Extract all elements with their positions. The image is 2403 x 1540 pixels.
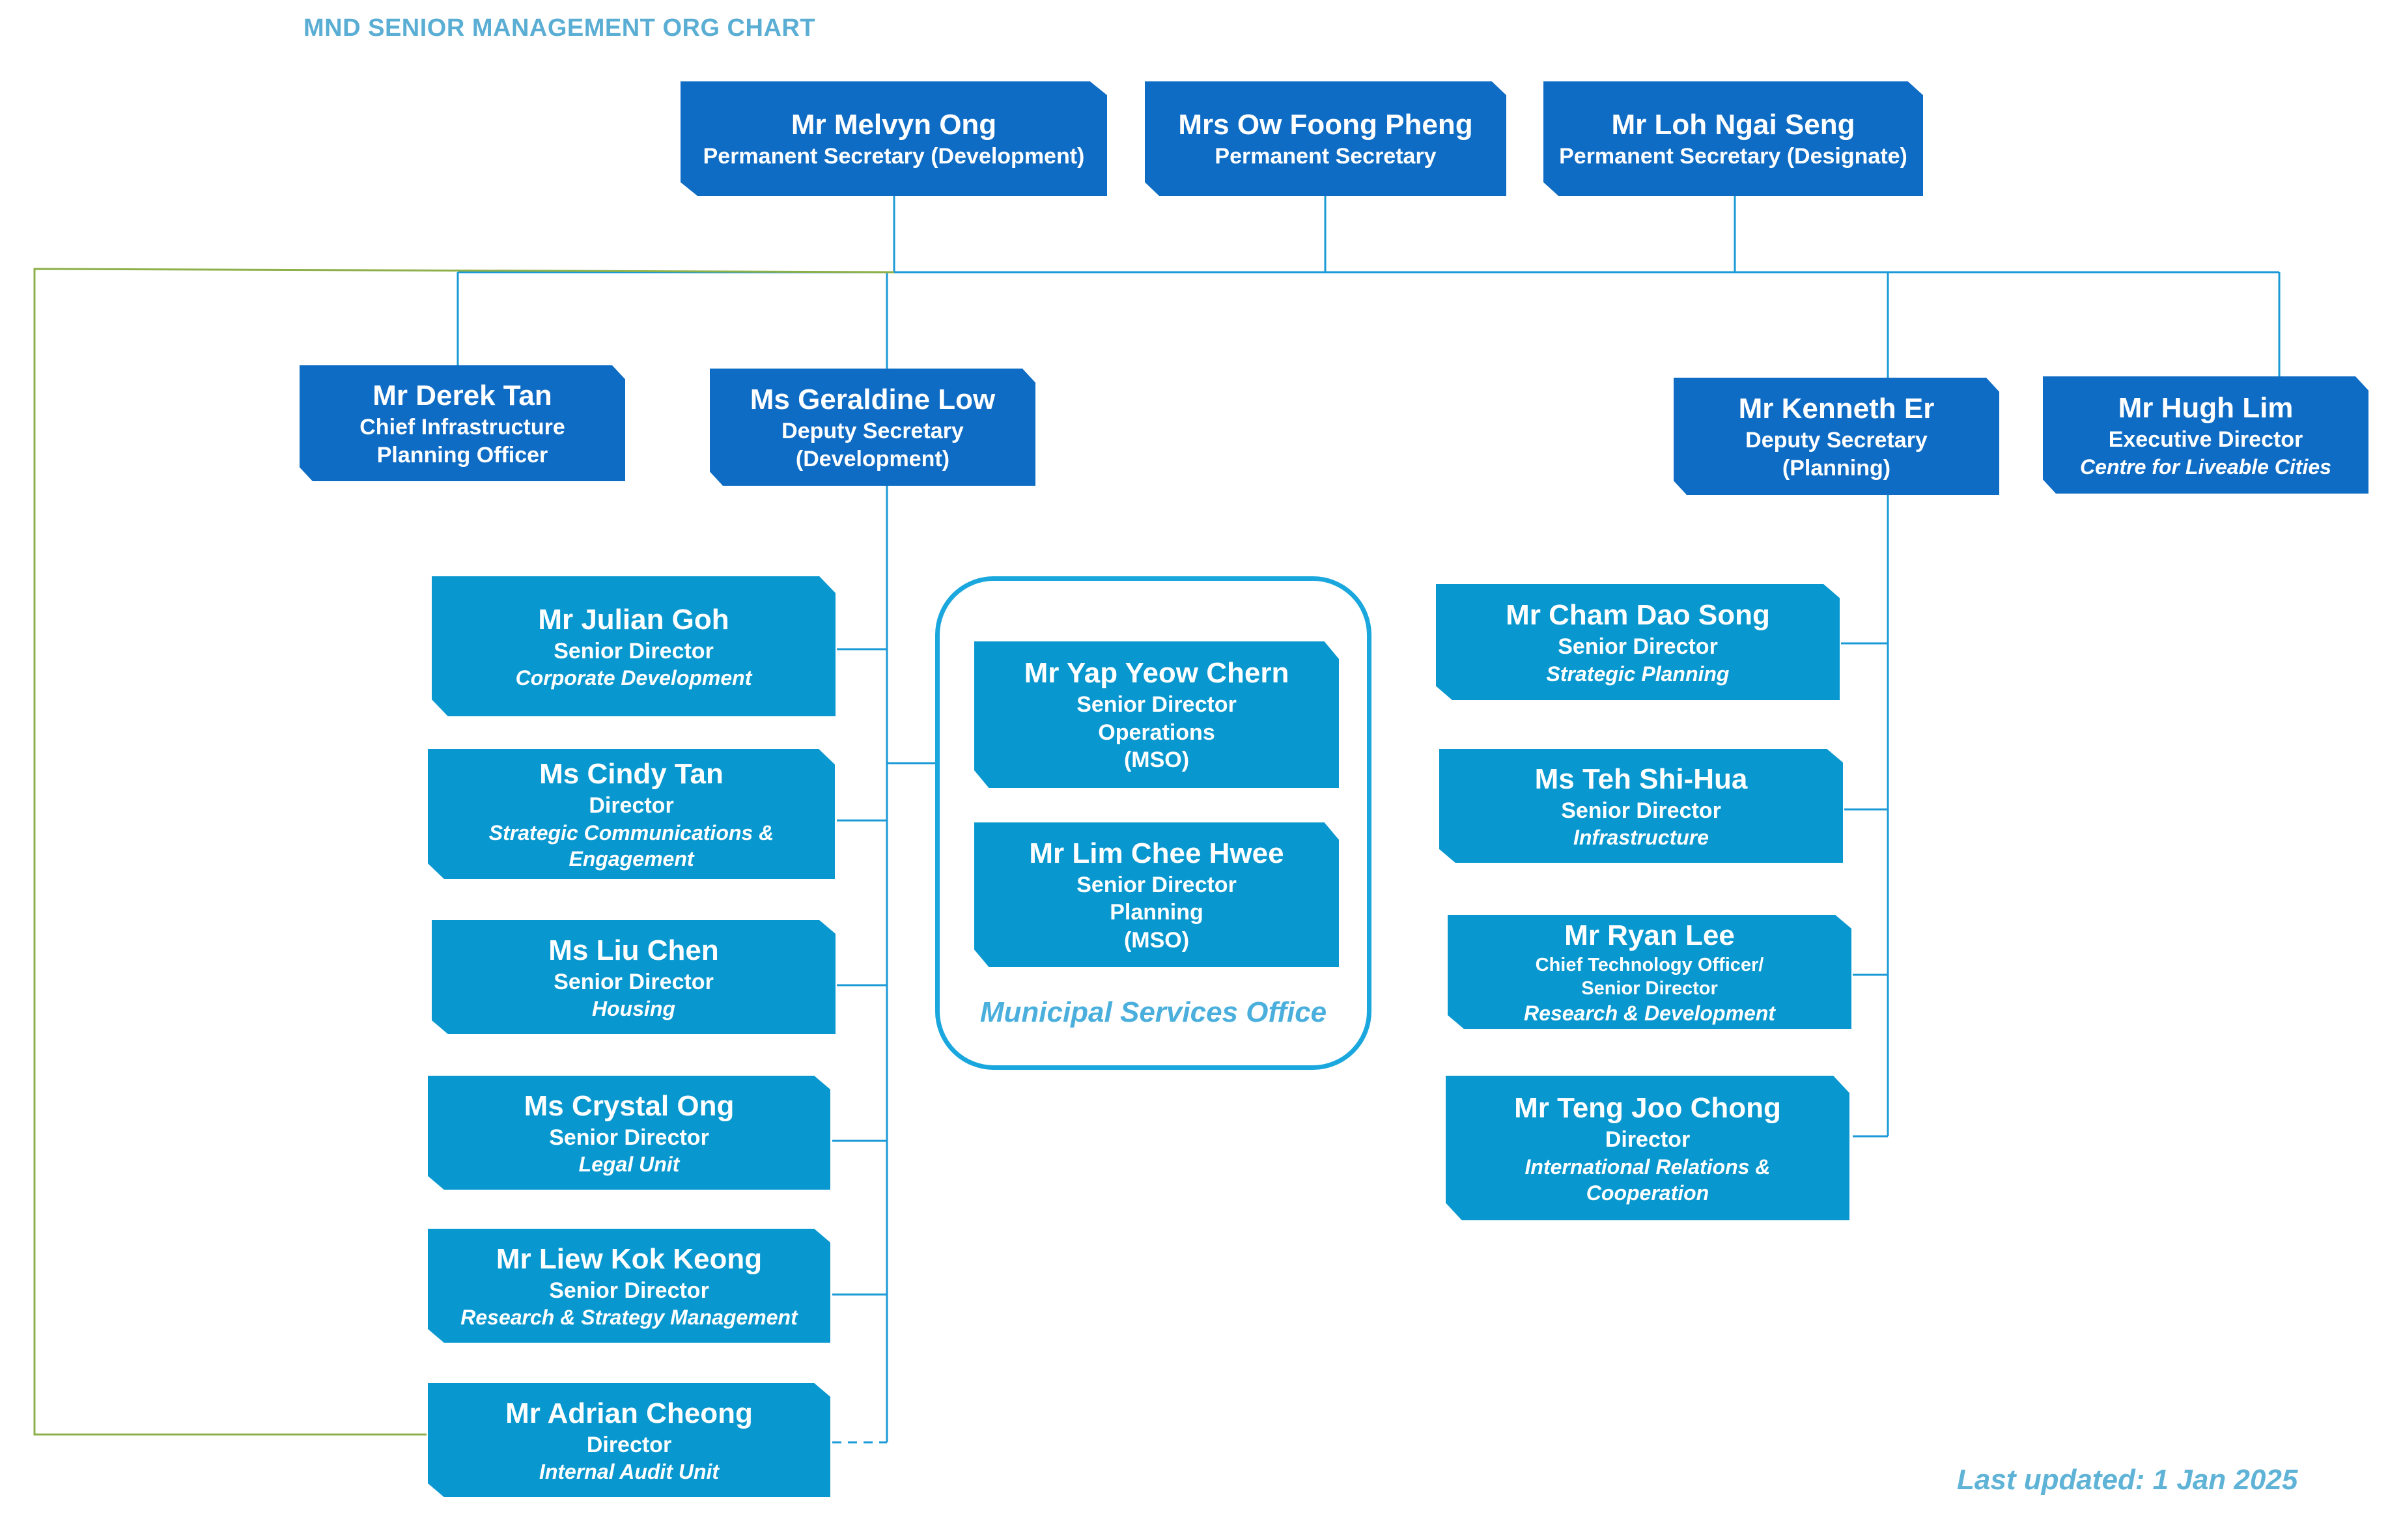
- person-role: Permanent Secretary: [1215, 144, 1437, 169]
- person-role: Director: [589, 793, 674, 819]
- org-box-teng-joo-chong: Mr Teng Joo Chong Director International…: [1446, 1076, 1849, 1220]
- org-box-liew-kok-keong: Mr Liew Kok Keong Senior Director Resear…: [428, 1229, 830, 1343]
- org-box-yap-yeow-chern: Mr Yap Yeow Chern Senior Director Operat…: [974, 641, 1339, 788]
- person-name: Mr Yap Yeow Chern: [1024, 657, 1289, 690]
- org-box-ow-foong-pheng: Mrs Ow Foong Pheng Permanent Secretary: [1145, 81, 1506, 196]
- person-role: Director: [586, 1432, 672, 1457]
- person-unit: Housing: [592, 997, 675, 1021]
- person-name: Mr Julian Goh: [538, 603, 729, 636]
- person-unit: Corporate Development: [515, 666, 752, 690]
- person-role: Planning Officer: [376, 442, 548, 468]
- org-box-lim-chee-hwee: Mr Lim Chee Hwee Senior Director Plannin…: [974, 822, 1339, 967]
- org-box-geraldine-low: Ms Geraldine Low Deputy Secretary (Devel…: [710, 369, 1035, 486]
- person-role: Permanent Secretary (Designate): [1559, 144, 1907, 169]
- person-role: Chief Infrastructure: [359, 415, 565, 440]
- person-unit: International Relations &: [1525, 1155, 1771, 1179]
- person-role: Senior Director: [1558, 634, 1718, 660]
- person-name: Mr Lim Chee Hwee: [1029, 837, 1284, 869]
- person-name: Mr Melvyn Ong: [791, 109, 997, 141]
- person-role: Executive Director: [2108, 427, 2303, 453]
- org-box-teh-shi-hua: Ms Teh Shi-Hua Senior Director Infrastru…: [1439, 749, 1843, 863]
- org-box-crystal-ong: Ms Crystal Ong Senior Director Legal Uni…: [428, 1076, 830, 1190]
- person-area: Planning: [1110, 900, 1203, 925]
- person-role: Deputy Secretary: [781, 419, 964, 443]
- person-tag: (MSO): [1123, 927, 1190, 953]
- person-role: Senior Director: [549, 1278, 709, 1303]
- person-role: Senior Director: [554, 969, 714, 994]
- org-box-liu-chen: Ms Liu Chen Senior Director Housing: [432, 920, 836, 1034]
- org-box-cham-dao-song: Mr Cham Dao Song Senior Director Strateg…: [1436, 584, 1840, 700]
- page-title: MND SENIOR MANAGEMENT ORG CHART: [303, 14, 816, 42]
- person-name: Ms Liu Chen: [548, 934, 719, 966]
- person-name: Mr Loh Ngai Seng: [1611, 109, 1855, 141]
- org-box-ryan-lee: Mr Ryan Lee Chief Technology Officer/ Se…: [1448, 915, 1851, 1029]
- person-name: Mr Ryan Lee: [1564, 919, 1735, 951]
- org-box-derek-tan: Mr Derek Tan Chief Infrastructure Planni…: [300, 365, 625, 481]
- org-box-melvyn-ong: Mr Melvyn Ong Permanent Secretary (Devel…: [681, 81, 1107, 196]
- person-name: Mr Teng Joo Chong: [1514, 1092, 1781, 1125]
- mso-label: Municipal Services Office: [979, 996, 1327, 1028]
- org-box-adrian-cheong: Mr Adrian Cheong Director Internal Audit…: [428, 1383, 830, 1497]
- person-role: Senior Director: [1561, 798, 1721, 823]
- org-box-hugh-lim: Mr Hugh Lim Executive Director Centre fo…: [2043, 376, 2368, 494]
- person-role: Senior Director: [1076, 692, 1237, 718]
- org-box-cindy-tan: Ms Cindy Tan Director Strategic Communic…: [428, 749, 835, 879]
- person-name: Ms Teh Shi-Hua: [1534, 763, 1748, 795]
- person-unit: Strategic Planning: [1546, 662, 1730, 686]
- person-role: Deputy Secretary: [1745, 428, 1928, 453]
- person-unit: Legal Unit: [578, 1153, 680, 1177]
- person-name: Mr Derek Tan: [372, 380, 552, 412]
- person-unit: Internal Audit Unit: [539, 1460, 720, 1484]
- person-role: (Planning): [1782, 455, 1891, 481]
- person-name: Mr Liew Kok Keong: [496, 1242, 763, 1275]
- person-role: Director: [1605, 1127, 1691, 1153]
- person-name: Ms Crystal Ong: [524, 1089, 735, 1122]
- org-box-julian-goh: Mr Julian Goh Senior Director Corporate …: [432, 576, 836, 716]
- person-name: Mr Adrian Cheong: [505, 1397, 753, 1429]
- person-role: Senior Director: [549, 1125, 709, 1150]
- person-name: Mrs Ow Foong Pheng: [1178, 109, 1473, 141]
- person-unit: Engagement: [569, 847, 694, 871]
- person-name: Ms Geraldine Low: [750, 384, 996, 415]
- person-unit: Research & Development: [1524, 1001, 1775, 1026]
- person-tag: (MSO): [1123, 748, 1190, 773]
- person-role: Chief Technology Officer/: [1535, 954, 1764, 975]
- person-role: Senior Director: [554, 638, 714, 664]
- person-role: (Development): [795, 446, 950, 471]
- org-box-loh-ngai-seng: Mr Loh Ngai Seng Permanent Secretary (De…: [1543, 81, 1923, 196]
- last-updated-note: Last updated: 1 Jan 2025: [1957, 1464, 2298, 1496]
- person-role: Senior Director: [1076, 872, 1237, 897]
- org-box-kenneth-er: Mr Kenneth Er Deputy Secretary (Planning…: [1674, 378, 1999, 495]
- person-unit: Centre for Liveable Cities: [2080, 455, 2331, 479]
- person-name: Mr Hugh Lim: [2118, 392, 2294, 425]
- person-name: Mr Kenneth Er: [1738, 393, 1935, 425]
- person-role: Permanent Secretary (Development): [703, 144, 1085, 169]
- person-unit: Cooperation: [1586, 1181, 1709, 1205]
- person-unit: Research & Strategy Management: [460, 1306, 798, 1330]
- person-area: Operations: [1098, 720, 1215, 745]
- person-role: Senior Director: [1581, 978, 1718, 999]
- person-unit: Infrastructure: [1573, 826, 1709, 850]
- mso-group-frame: [935, 576, 1371, 1070]
- person-name: Mr Cham Dao Song: [1506, 599, 1770, 632]
- person-name: Ms Cindy Tan: [539, 758, 724, 791]
- person-unit: Strategic Communications &: [488, 820, 774, 845]
